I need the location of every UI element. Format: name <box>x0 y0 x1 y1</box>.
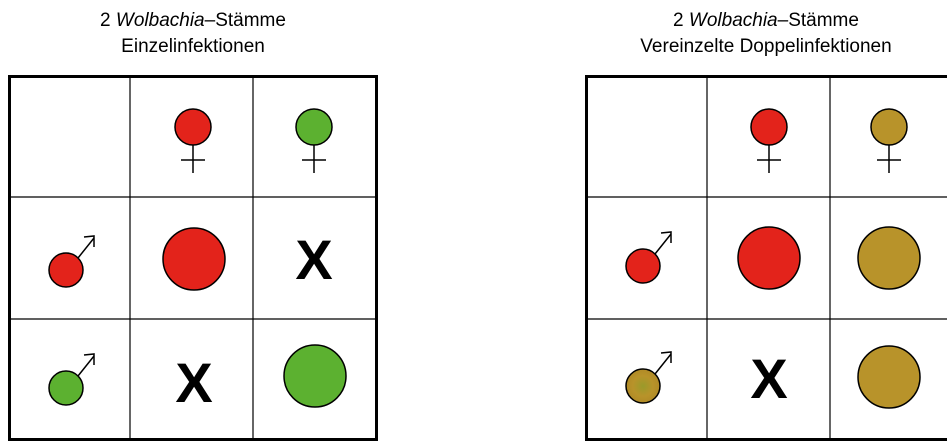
female-circle <box>174 108 212 146</box>
crossing-grid: X X <box>8 75 378 441</box>
male-circle <box>48 370 84 406</box>
male-symbol-green <box>48 353 95 406</box>
offspring-circle-red <box>737 226 801 290</box>
female-circle <box>870 108 908 146</box>
male-circle <box>625 248 661 284</box>
incompatible-cross: X <box>295 228 332 291</box>
grid-frame <box>585 75 947 441</box>
incompatible-cross: X <box>175 351 212 414</box>
panel-title: 2 Wolbachia–Stämme <box>8 8 378 33</box>
offspring-circle-gold <box>857 226 921 290</box>
title-suffix: –Stämme <box>204 10 286 31</box>
grid-frame <box>8 75 378 441</box>
female-circle <box>295 108 333 146</box>
crossing-grid: X <box>585 75 947 441</box>
title-genus: Wolbachia <box>688 10 778 31</box>
female-symbol-gold <box>870 108 908 173</box>
male-symbol-gold <box>625 351 672 404</box>
title-genus: Wolbachia <box>115 10 205 31</box>
female-symbol-green <box>295 108 333 173</box>
title-prefix: 2 <box>673 10 689 31</box>
male-circle <box>48 252 84 288</box>
offspring-circle-red <box>162 227 226 291</box>
female-symbol-red <box>750 108 788 173</box>
panel-subtitle: Einzelinfektionen <box>121 36 265 57</box>
female-circle <box>750 108 788 146</box>
female-symbol-red <box>174 108 212 173</box>
title-suffix: –Stämme <box>777 10 859 31</box>
male-circle <box>625 368 661 404</box>
panel-subtitle: Vereinzelte Doppelinfektionen <box>640 36 892 57</box>
incompatible-cross: X <box>750 347 787 410</box>
male-symbol-red <box>625 231 672 284</box>
panel-title: 2 Wolbachia–Stämme <box>585 8 947 33</box>
offspring-circle-green <box>283 344 347 408</box>
male-symbol-red <box>48 235 95 288</box>
offspring-circle-gold <box>857 345 921 409</box>
title-prefix: 2 <box>100 10 116 31</box>
